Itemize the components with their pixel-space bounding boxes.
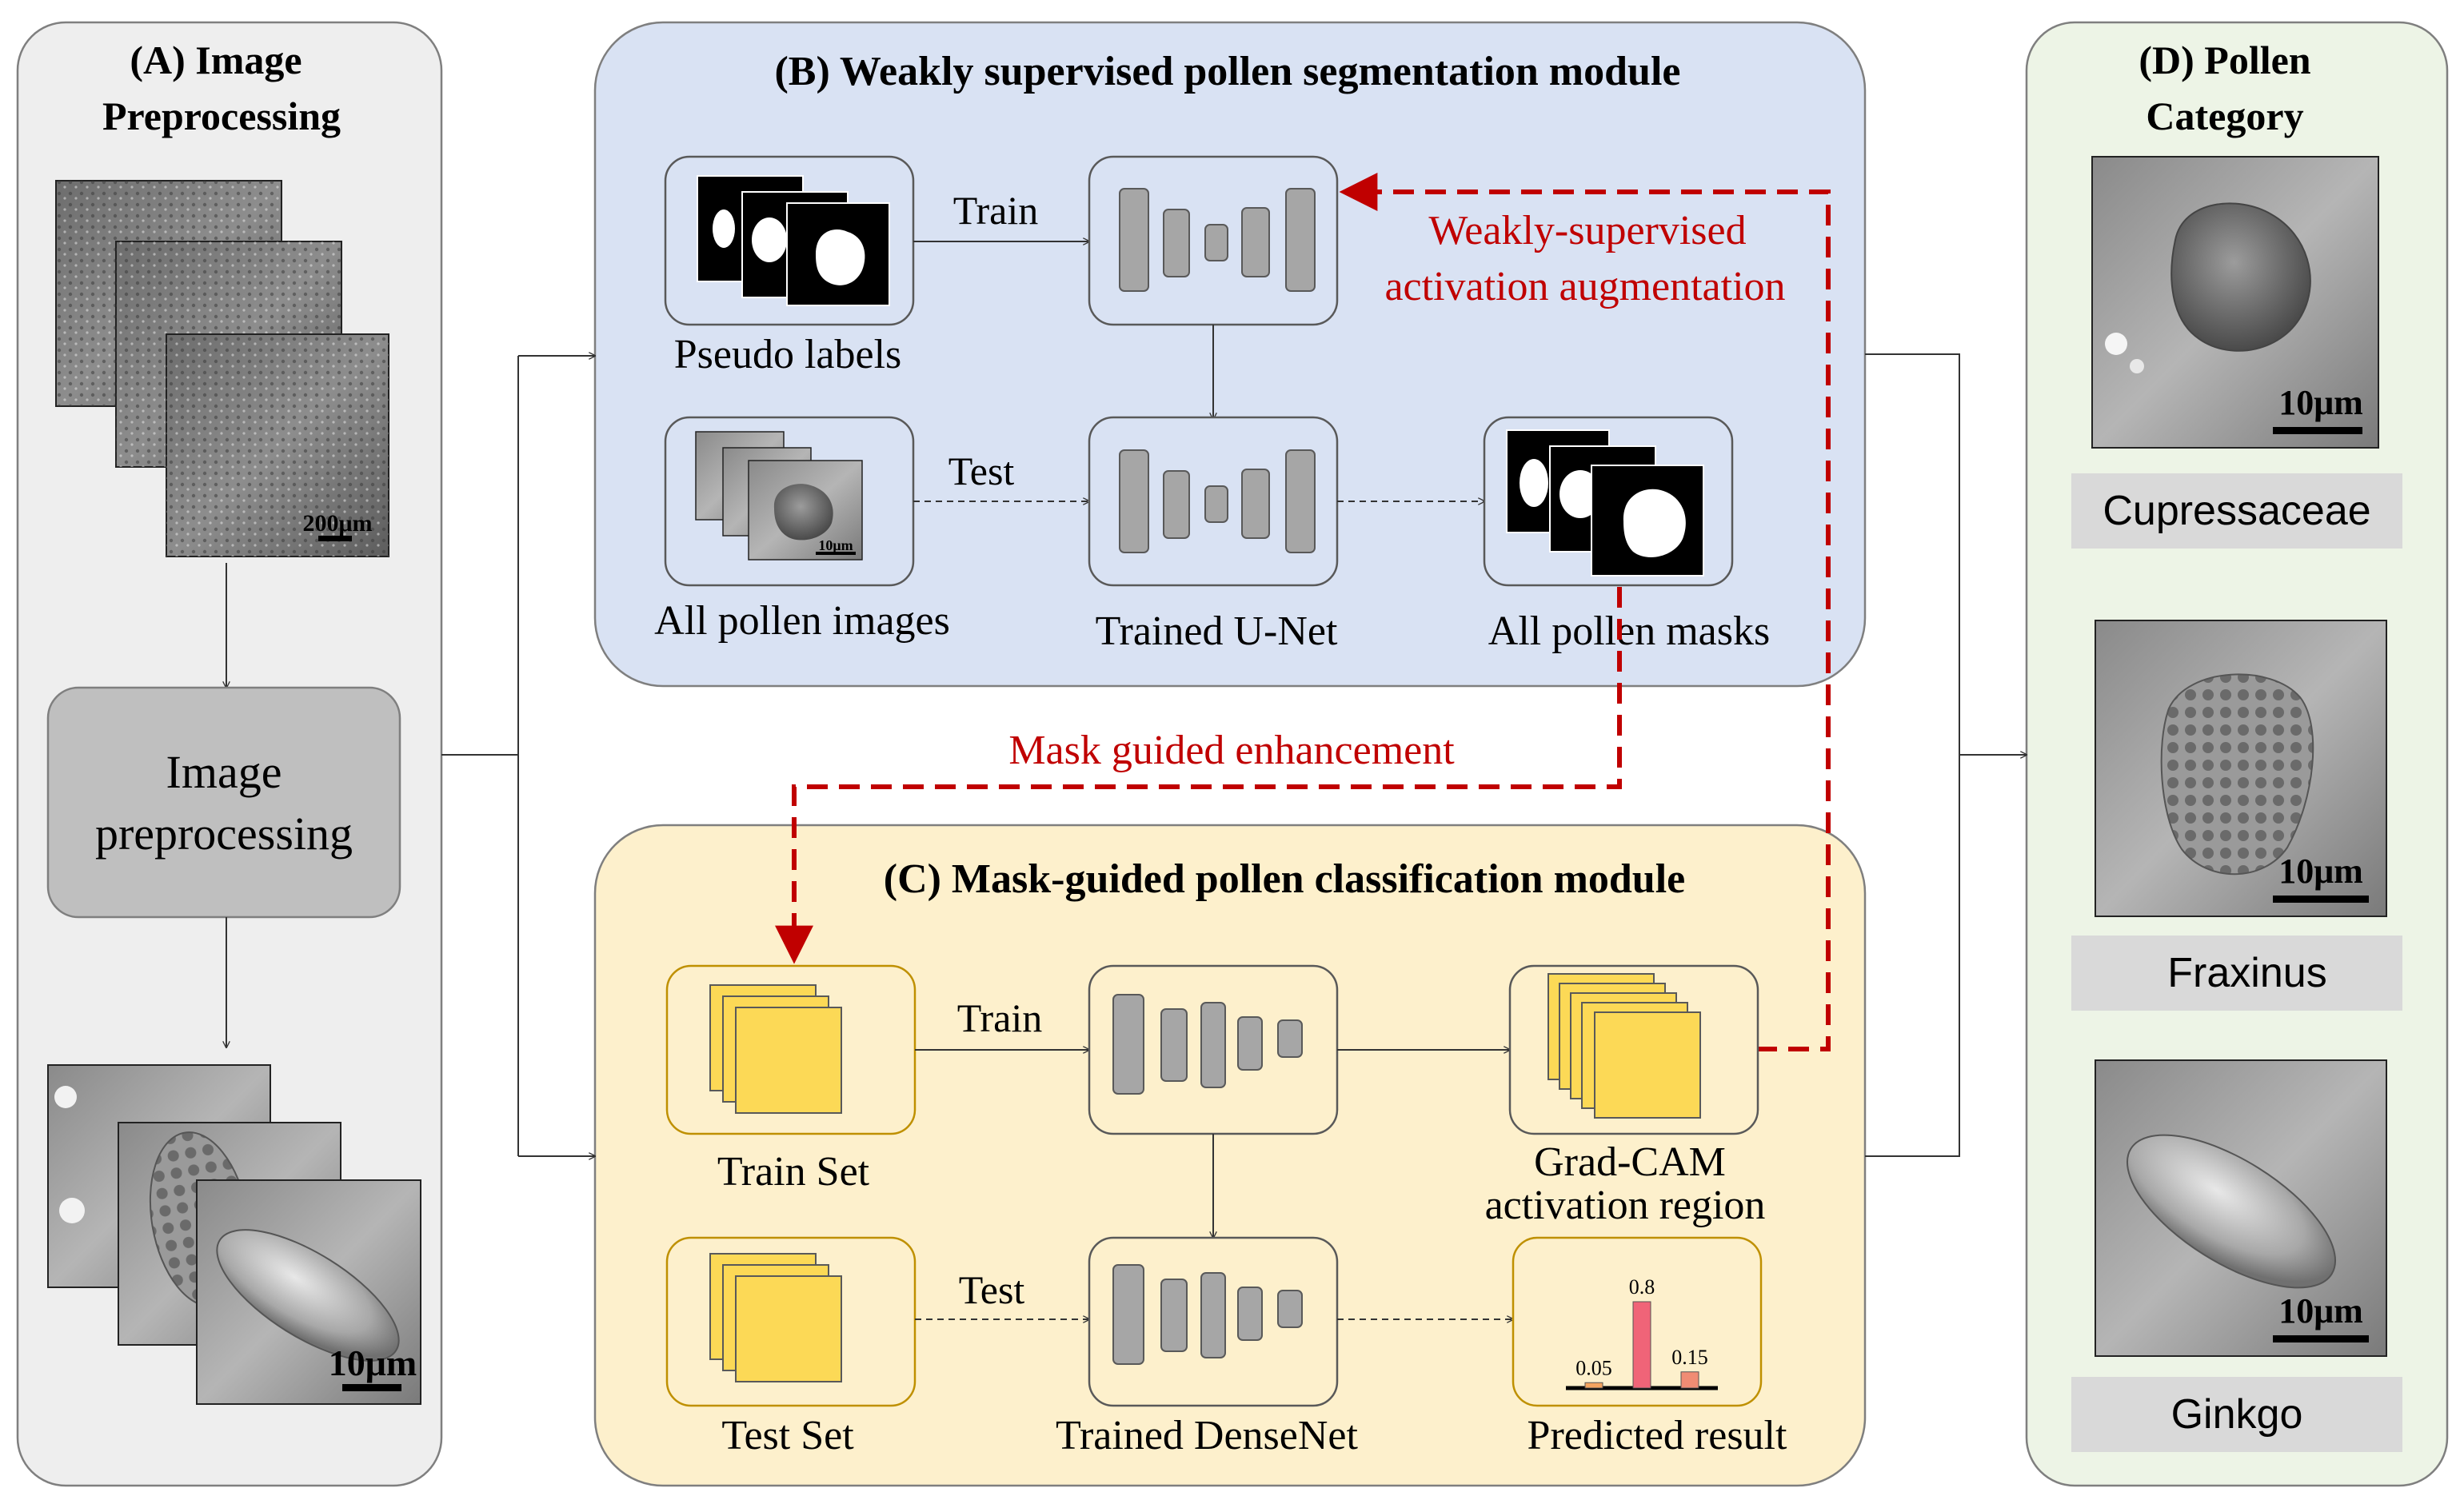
processed-scale-bar-label: 10μm (329, 1342, 417, 1383)
processed-image-stack (47, 1064, 421, 1405)
raw-sem-image-stack (55, 180, 389, 557)
train-set-feature-maps (709, 984, 842, 1114)
pseudo-labels-label: Pseudo labels (674, 332, 902, 377)
raw-scale-bar-label: 200μm (303, 510, 373, 537)
image-preprocessing-line-2: preprocessing (95, 808, 353, 860)
category-fraxinus: Fraxinus (2167, 950, 2326, 996)
all-pollen-images-scale: 10μm (818, 537, 853, 553)
all-pollen-images-thumbs (695, 431, 863, 561)
result-bar-0 (1584, 1382, 1603, 1389)
cupressaceae-label-bg (2071, 473, 2402, 549)
c-test-label: Test (959, 1267, 1025, 1312)
b-train-label: Train (953, 188, 1039, 233)
feedback-dashed-path (1339, 173, 1831, 1051)
ginkgo-label-bg (2071, 1377, 2402, 1452)
panel-c-title: (C) Mask-guided pollen classification mo… (884, 856, 1686, 902)
ginkgo-image (2095, 1059, 2387, 1357)
connector-a-to-modules (441, 356, 595, 1156)
all-pollen-images-label: All pollen images (654, 598, 950, 644)
c-train-label: Train (957, 995, 1043, 1040)
fraxinus-label-bg (2071, 936, 2402, 1011)
cupressaceae-image (2091, 156, 2379, 449)
predicted-result-label: Predicted result (1528, 1413, 1787, 1458)
panel-d-title-2: Category (2146, 94, 2303, 138)
pseudo-label-masks (697, 175, 890, 306)
trained-densenet-label: Trained DenseNet (1056, 1413, 1358, 1458)
densenet-training-layers (1112, 994, 1303, 1095)
image-preprocessing-line-1: Image (166, 746, 282, 798)
category-cupressaceae: Cupressaceae (2103, 488, 2370, 534)
all-pollen-masks-thumbs (1506, 429, 1704, 576)
connector-modules-to-d (1865, 353, 2027, 1157)
mask-guided-enhancement-label: Mask guided enhancement (1008, 728, 1455, 773)
gradcam-feature-maps (1547, 973, 1701, 1119)
gradcam-label-2: activation region (1485, 1183, 1766, 1228)
predicted-result-bar-chart: 0.05 0.8 0.15 (1566, 1275, 1718, 1390)
all-pollen-masks-label: All pollen masks (1488, 608, 1770, 654)
ginkgo-scale-label: 10μm (2278, 1291, 2363, 1330)
train-set-label: Train Set (717, 1149, 870, 1195)
fraxinus-scale-label: 10μm (2278, 852, 2363, 891)
mask-guided-dashed-path (775, 587, 1622, 964)
feedback-label-2: activation augmentation (1384, 264, 1785, 309)
result-bar-label-2: 0.15 (1671, 1346, 1708, 1369)
b-test-label: Test (948, 449, 1015, 493)
result-bar-label-1: 0.8 (1629, 1275, 1655, 1299)
panel-a-title-2: Preprocessing (102, 94, 341, 138)
trained-unet-layers (1119, 449, 1316, 553)
panel-d-title-1: (D) Pollen (2139, 38, 2310, 82)
result-bar-label-0: 0.05 (1575, 1356, 1612, 1379)
test-set-feature-maps (709, 1253, 842, 1382)
image-preprocessing-block (46, 686, 401, 919)
trained-unet-label: Trained U-Net (1096, 608, 1338, 654)
feedback-label-1: Weakly-supervised (1428, 208, 1746, 253)
unet-training-layers (1119, 188, 1316, 292)
gradcam-label-1: Grad-CAM (1534, 1139, 1726, 1185)
result-bar-1 (1632, 1301, 1651, 1389)
panel-b-title: (B) Weakly supervised pollen segmentatio… (774, 49, 1680, 94)
category-ginkgo: Ginkgo (2171, 1391, 2303, 1438)
cupressaceae-scale-label: 10μm (2278, 383, 2363, 422)
fraxinus-image (2095, 620, 2387, 917)
panel-a-title-1: (A) Image (130, 38, 302, 82)
test-set-label: Test Set (721, 1413, 854, 1458)
result-bar-2 (1680, 1371, 1699, 1389)
trained-densenet-layers (1112, 1264, 1303, 1365)
